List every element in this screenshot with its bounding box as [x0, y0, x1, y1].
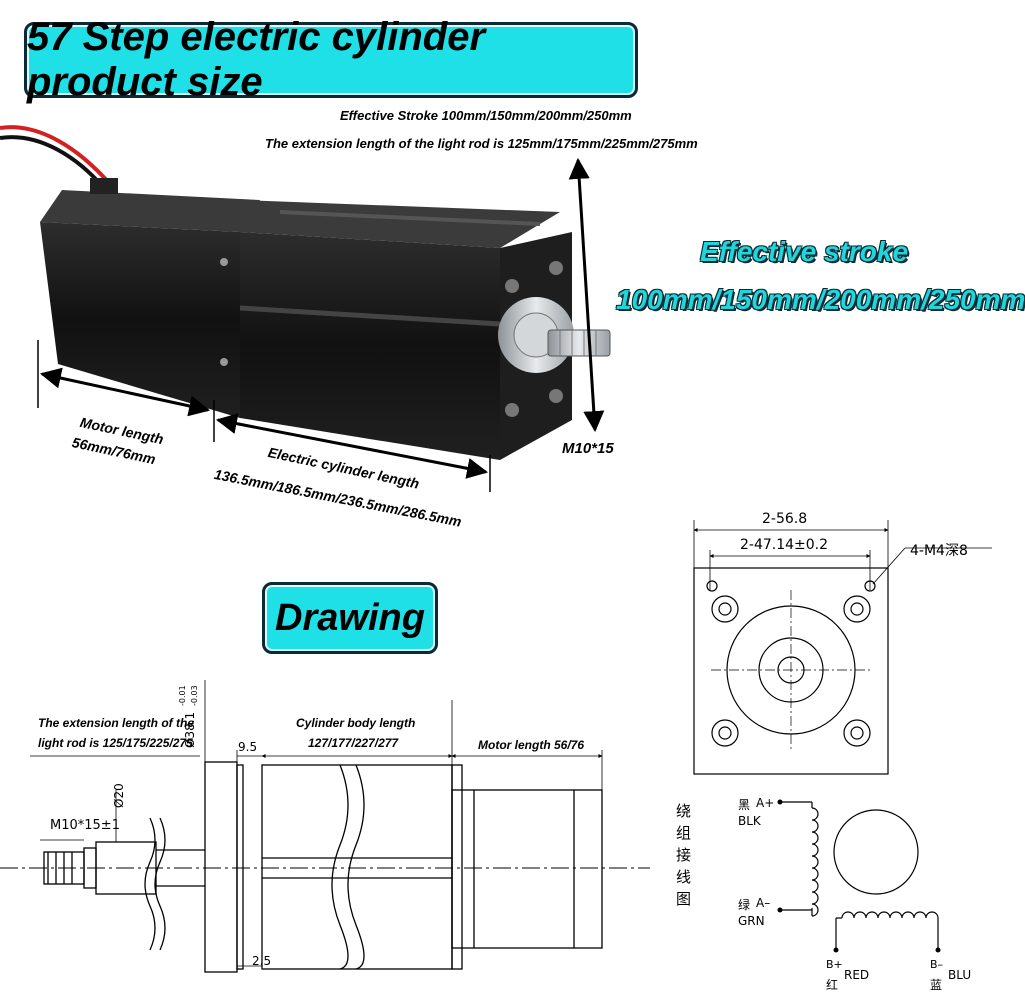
side-view-drawing: [0, 680, 650, 973]
wiring-title-char: 组: [676, 824, 692, 842]
a-plus-cn: 黑: [738, 798, 751, 812]
wiring-title-char: 图: [676, 890, 692, 908]
cyl-body-values: 127/177/227/277: [308, 736, 399, 750]
front-dim-outer: 2-56.8: [762, 511, 808, 527]
hole-note: 4-M4深8: [910, 543, 968, 559]
stroke-line-2: The extension length of the light rod is…: [265, 136, 698, 151]
wiring-title: 绕 组 接 线 图: [676, 800, 694, 910]
stroke-line-1: Effective Stroke 100mm/150mm/200mm/250mm: [340, 108, 632, 123]
photo-dimensions: [37, 157, 605, 492]
drawing-banner: Drawing: [262, 582, 438, 654]
ext-label-2: light rod is 125/175/225/275: [38, 736, 193, 750]
b-plus-color: RED: [844, 968, 870, 982]
front-dim-inner: 2-47.14±0.2: [740, 537, 829, 553]
a-minus-cn: 绿: [738, 898, 751, 912]
cylinder-body: [239, 200, 560, 460]
effective-stroke-values: 100mm/150mm/200mm/250mm: [616, 284, 1025, 315]
front-flange: [498, 232, 611, 460]
wiring-title-char: 绕: [676, 802, 692, 820]
motor-length-drawing: Motor length 56/76: [478, 738, 585, 752]
b-plus-label: B+: [826, 958, 843, 971]
dim-9-5: 9.5: [238, 740, 258, 754]
b-minus-color: BLU: [948, 968, 972, 982]
ext-label-1: The extension length of the: [38, 716, 195, 730]
product-illustration: [0, 125, 611, 492]
effective-stroke-label: Effective stroke: [700, 236, 909, 267]
drawing-heading: Drawing: [275, 596, 425, 639]
b-minus-label: B–: [930, 958, 944, 971]
a-plus-label: A+: [756, 796, 775, 810]
a-minus-label: A–: [756, 896, 771, 910]
title-banner: 57 Step electric cylinder product size: [24, 15, 638, 104]
a-minus-color: GRN: [738, 914, 765, 928]
wiring-title-char: 接: [676, 846, 692, 864]
b-minus-cn: 蓝: [930, 978, 943, 992]
thread-label: M10*15: [562, 440, 614, 457]
wiring-diagram: [777, 799, 941, 953]
a-plus-color: BLK: [738, 814, 761, 828]
wiring-title-char: 线: [676, 868, 692, 886]
cyl-body-label: Cylinder body length: [296, 716, 416, 730]
thread-drawing-label: M10*15±1: [50, 818, 120, 833]
front-view-drawing: [693, 520, 992, 775]
page-title: 57 Step electric cylinder product size: [27, 15, 486, 104]
dim-2-5: 2.5: [252, 954, 272, 968]
b-plus-cn: 红: [826, 978, 839, 992]
